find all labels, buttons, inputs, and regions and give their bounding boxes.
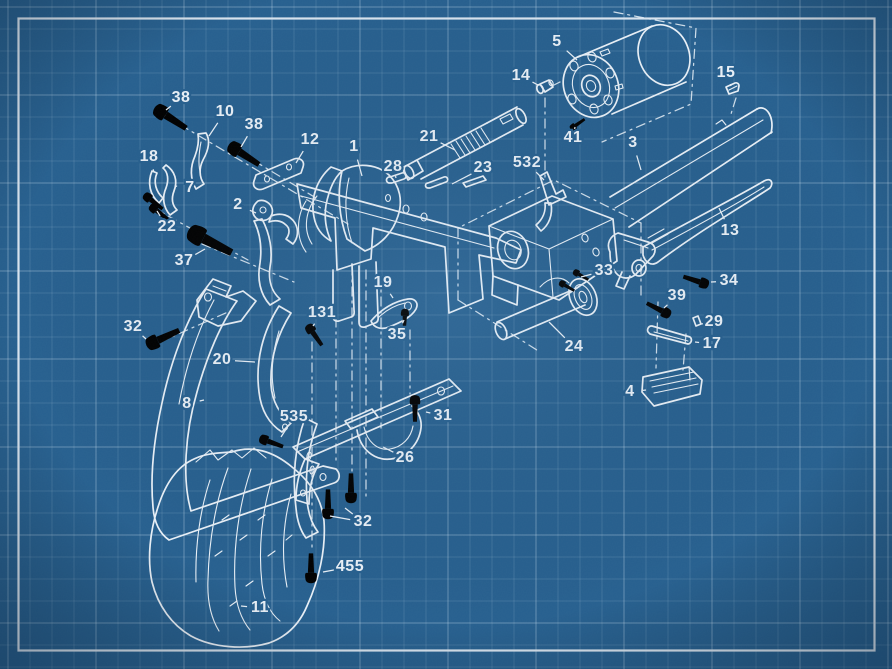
vignette	[0, 0, 892, 669]
blueprint-sheet: 3810381211872223721282353251441153133334…	[0, 0, 892, 669]
revolver-exploded-diagram: 3810381211872223721282353251441153133334…	[0, 0, 892, 669]
